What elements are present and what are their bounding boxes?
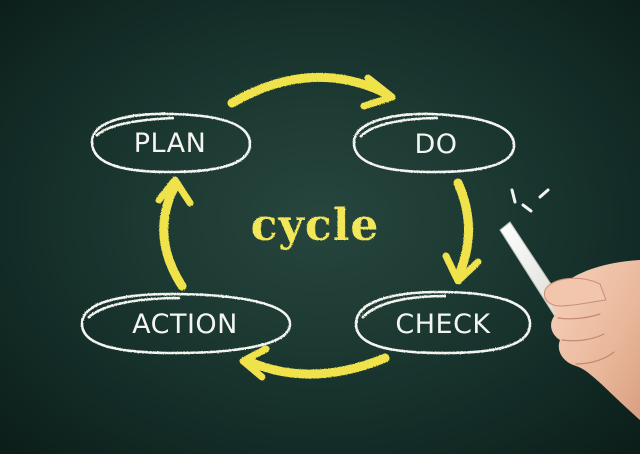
arrow-check-to-action	[245, 353, 390, 379]
cycle-label: cycle	[251, 200, 380, 251]
chalk-tick-marks	[510, 188, 550, 213]
plan-ellipse	[90, 112, 252, 174]
check-label: CHECK	[395, 309, 491, 340]
arrow-plan-to-do-head	[360, 74, 396, 110]
do-label: DO	[414, 129, 457, 160]
check-ellipse	[354, 290, 532, 355]
arrow-do-to-check-head	[442, 252, 482, 285]
arrow-check-to-action-head	[239, 345, 270, 381]
do-ellipse	[352, 112, 516, 174]
arrow-do-to-check	[453, 178, 473, 277]
action-ellipse	[80, 292, 292, 355]
plan-label: PLAN	[134, 128, 207, 159]
arrow-action-to-plan-head	[155, 176, 194, 207]
arrow-plan-to-do	[227, 72, 388, 108]
hand-holding-chalk-icon	[499, 221, 640, 420]
thumb	[544, 277, 607, 307]
action-label: ACTION	[132, 309, 238, 340]
arrow-action-to-plan	[159, 183, 187, 291]
